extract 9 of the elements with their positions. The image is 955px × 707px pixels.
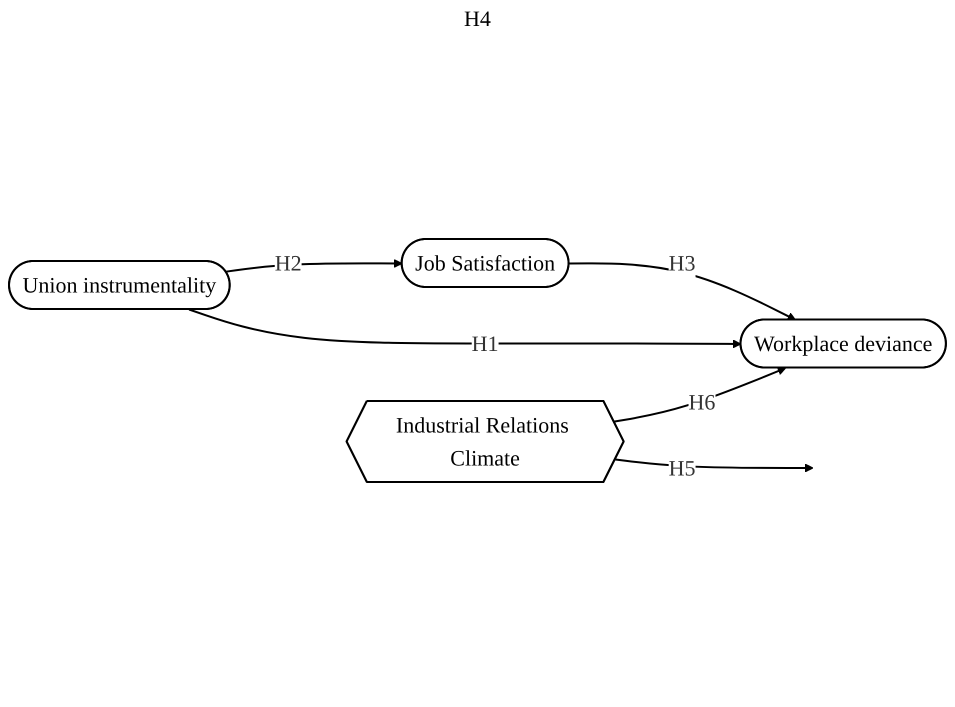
edge-label: H3 <box>668 250 696 276</box>
arrow <box>569 262 796 321</box>
edge-label: H5 <box>668 456 696 481</box>
arrow <box>188 308 742 349</box>
edge-label: H1 <box>472 331 499 356</box>
hypothesis-label: H4 <box>464 6 491 31</box>
edge-label: H6 <box>688 390 716 415</box>
arrow <box>614 367 786 423</box>
edge-label: H2 <box>274 250 302 276</box>
